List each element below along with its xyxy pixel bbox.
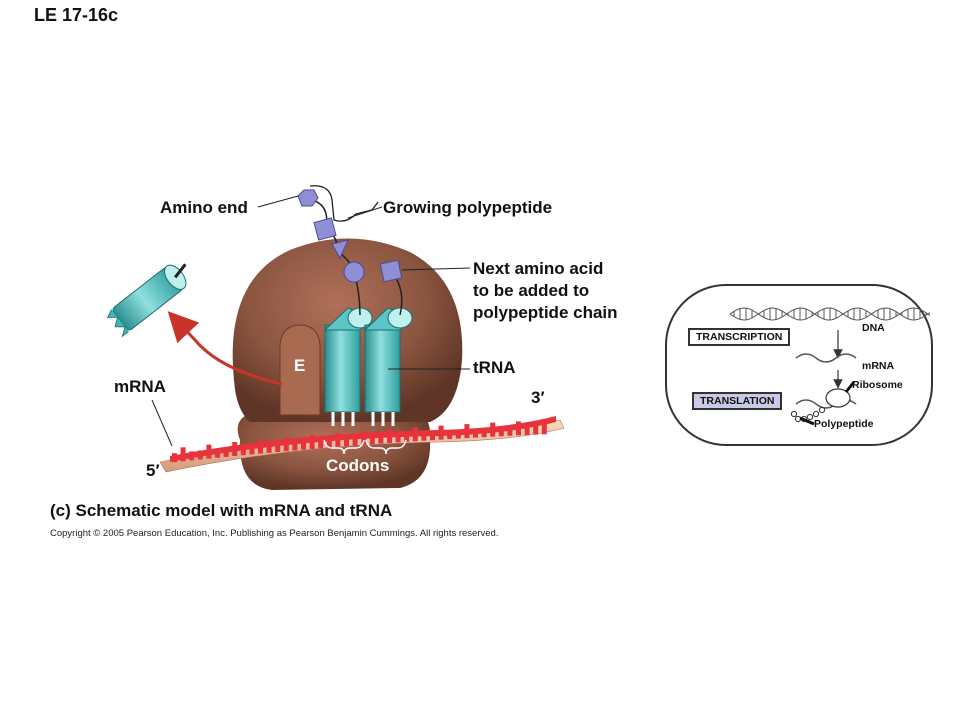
mrna-base — [404, 432, 410, 442]
mrna-base — [266, 443, 272, 453]
inset-mrna-label: mRNA — [862, 360, 895, 372]
copyright-notice: Copyright © 2005 Pearson Education, Inc.… — [50, 528, 499, 539]
next-aa-line-1: Next amino acid — [473, 259, 604, 278]
mrna-base — [533, 425, 539, 435]
amino-acid-triangle — [331, 239, 349, 260]
mrna-base — [292, 441, 298, 451]
mrna-label: mRNA — [114, 377, 166, 396]
figure-title: LE 17-16c — [34, 5, 119, 25]
mrna-base — [318, 439, 324, 449]
growing-polypeptide-label: Growing polypeptide — [383, 198, 553, 217]
mrna-strand — [159, 416, 565, 473]
mrna-base — [395, 433, 401, 443]
growing-polypeptide-line — [347, 206, 383, 219]
mrna-base — [240, 446, 246, 456]
trna-p-site — [323, 307, 373, 426]
e-site-pocket — [279, 324, 321, 416]
exit-arrow — [167, 311, 283, 386]
codon-brace-1 — [323, 439, 365, 455]
next-amino-acid — [379, 259, 403, 283]
inset-transcription-label: TRANSCRIPTION — [688, 328, 791, 346]
mrna-base — [344, 437, 349, 447]
next-amino-acid-label: Next amino acid to be added to polypepti… — [473, 258, 618, 324]
mrna-base — [378, 434, 384, 444]
mrna-base — [301, 440, 306, 450]
five-prime-label: 5′ — [146, 461, 160, 480]
mrna-base — [541, 420, 547, 435]
inset-polypeptide-label: Polypeptide — [814, 418, 874, 430]
next-aa-line-3: polypeptide chain — [473, 303, 618, 322]
mrna-line — [151, 399, 173, 447]
figure-caption: (c) Schematic model with mRNA and tRNA — [50, 501, 392, 521]
mrna-base — [524, 426, 530, 435]
e-site-label: E — [294, 356, 306, 375]
exiting-trna — [106, 263, 187, 338]
amino-end-line — [257, 195, 299, 208]
amino-acid-circle — [343, 261, 365, 283]
next-aa-line-2: to be added to — [473, 281, 590, 300]
codons-label: Codons — [326, 456, 390, 475]
next-aa-line — [401, 267, 471, 271]
inset-translation-label: TRANSLATION — [692, 392, 783, 410]
amino-acid-hexagon — [297, 189, 319, 207]
mrna-base — [369, 435, 375, 445]
inset-dna-label: DNA — [862, 322, 885, 334]
mrna-base — [275, 443, 281, 452]
caption-part: (c) — [50, 501, 71, 520]
caption-text: Schematic model with mRNA and tRNA — [75, 501, 393, 520]
inset-ribosome-label: Ribosome — [852, 379, 903, 391]
mrna-base — [352, 436, 358, 446]
mrna-base — [507, 426, 513, 436]
mrna-base — [249, 445, 255, 455]
amino-end-label: Amino end — [160, 198, 248, 217]
codon-brace-2 — [365, 439, 407, 455]
amino-acid-square — [313, 217, 337, 241]
trna-label: tRNA — [473, 358, 516, 377]
inset-ribosome-icon — [825, 388, 851, 408]
small-subunit — [237, 410, 431, 490]
three-prime-label: 3′ — [531, 388, 545, 407]
mrna-base — [326, 438, 332, 448]
